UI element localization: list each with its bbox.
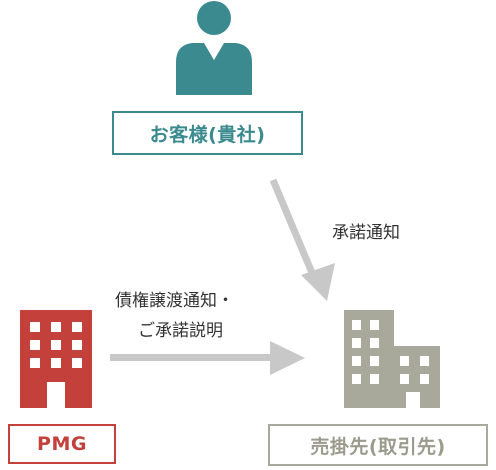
client-to-debtor-arrow — [269, 178, 335, 301]
client-label: お客様(貴社) — [149, 123, 266, 146]
person-icon — [176, 1, 252, 95]
office-buildings-icon — [344, 310, 440, 408]
transfer-notice-label: 債権譲渡通知・ — [115, 291, 234, 311]
client-box: お客様(貴社) — [112, 111, 303, 155]
office-building-icon — [20, 310, 92, 408]
consent-explanation-label: ご承諾説明 — [138, 321, 223, 341]
consent-notice-label: 承諾通知 — [332, 223, 400, 243]
debtor-label: 売掛先(取引先) — [310, 435, 446, 458]
pmg-box: PMG — [8, 424, 116, 464]
debtor-box: 売掛先(取引先) — [268, 424, 488, 466]
pmg-to-debtor-arrow — [110, 341, 305, 375]
pmg-label: PMG — [37, 433, 87, 455]
